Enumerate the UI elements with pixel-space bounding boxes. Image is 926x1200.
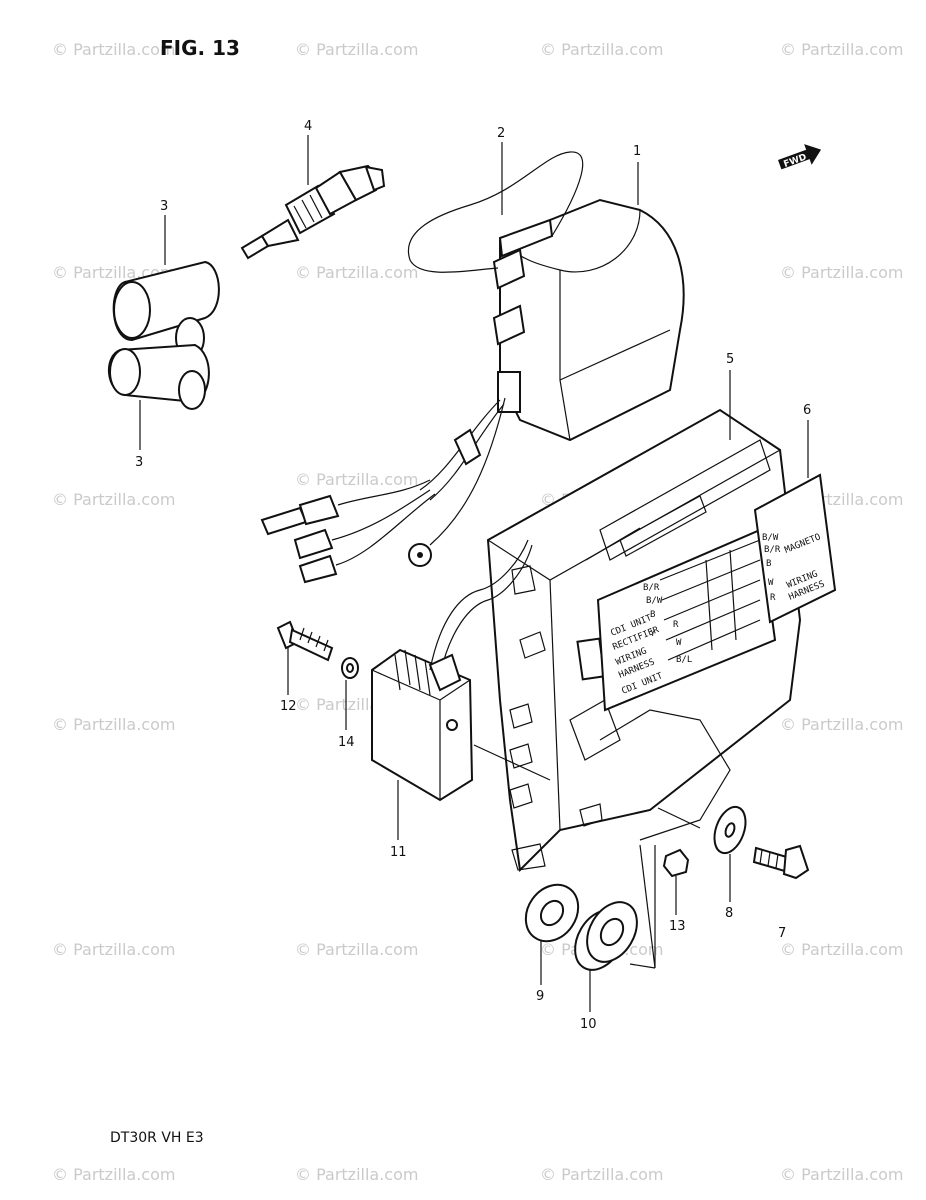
- rectifier: [371, 539, 533, 802]
- callout-8: 8: [725, 906, 733, 921]
- callout-6: 6: [803, 403, 811, 418]
- cdi-wire-codes: B/R B/W B Y R R W B/L: [643, 583, 692, 665]
- svg-text:B/W: B/W: [762, 533, 779, 543]
- callout-3: 3: [160, 199, 168, 214]
- ground-lead: [407, 151, 584, 273]
- svg-text:W: W: [768, 578, 774, 588]
- watermark: © Partzilla.com: [295, 940, 418, 959]
- leader-lines: [139, 135, 809, 1012]
- fwd-arrow-icon: FWD: [778, 144, 822, 170]
- svg-text:B/W: B/W: [646, 596, 663, 606]
- watermark: © Partzilla.com: [780, 715, 903, 734]
- fwd-label: FWD: [782, 152, 808, 169]
- callout-5: 5: [726, 352, 734, 367]
- watermark: © Partzilla.com: [295, 263, 418, 282]
- callout-14: 14: [338, 735, 355, 750]
- nut: [662, 848, 690, 878]
- callout-4: 4: [304, 119, 312, 134]
- watermark: © Partzilla.com: [780, 1165, 903, 1184]
- bolt: [276, 620, 334, 662]
- callouts: 1 2 3 3 4 5 6 7 8 9 10 11 12 13 14: [135, 119, 811, 1032]
- cdi-unit: CDI UNIT RECTIFIER WIRING HARNESS CDI UN…: [486, 408, 802, 873]
- watermark: © Partzilla.com: [52, 1165, 175, 1184]
- washer-small: [341, 657, 359, 679]
- svg-text:B: B: [650, 610, 655, 620]
- callout-11: 11: [390, 845, 407, 860]
- washer-large: [713, 805, 747, 855]
- watermark: © Partzilla.com: [540, 40, 663, 59]
- svg-text:B/R: B/R: [764, 545, 781, 555]
- callout-9: 9: [536, 989, 544, 1004]
- ignition-coil: [492, 198, 685, 442]
- watermark: © Partzilla.com: [780, 40, 903, 59]
- callout-3b: 3: [135, 455, 143, 470]
- watermark: © Partzilla.com: [295, 1165, 418, 1184]
- callout-2: 2: [497, 126, 505, 141]
- svg-text:R: R: [770, 593, 776, 603]
- svg-text:W: W: [676, 638, 682, 648]
- callout-7: 7: [778, 926, 786, 941]
- watermark: © Partzilla.com: [52, 490, 175, 509]
- watermark: © Partzilla.com: [52, 40, 175, 59]
- svg-text:Y: Y: [650, 629, 656, 639]
- watermark: © Partzilla.com: [52, 940, 175, 959]
- watermark: © Partzilla.com: [780, 940, 903, 959]
- watermark: © Partzilla.com: [540, 1165, 663, 1184]
- spark-plug-caps-and-leads: [107, 260, 514, 410]
- watermark: © Partzilla.com: [295, 470, 418, 489]
- svg-text:R: R: [673, 620, 679, 630]
- callout-1: 1: [633, 144, 641, 159]
- callout-10: 10: [580, 1017, 597, 1032]
- svg-text:B/L: B/L: [676, 655, 692, 665]
- watermark: © Partzilla.com: [780, 263, 903, 282]
- magneto-label-plate: MAGNETO WIRING HARNESS B/W B/R B W R: [753, 473, 837, 624]
- bolt-mount: [752, 844, 810, 880]
- spark-plug: [240, 164, 386, 260]
- figure-title: FIG. 13: [160, 36, 240, 60]
- model-code: DT30R VH E3: [110, 1130, 204, 1146]
- watermark: © Partzilla.com: [295, 40, 418, 59]
- svg-text:B/R: B/R: [643, 583, 660, 593]
- callout-13: 13: [669, 919, 686, 934]
- coil-wire-harness: [260, 397, 506, 584]
- svg-text:B: B: [766, 559, 771, 569]
- magneto-wire-codes: B/W B/R B W R: [762, 533, 781, 603]
- watermark: © Partzilla.com: [52, 715, 175, 734]
- grommet: [574, 901, 638, 971]
- washer-flat: [524, 883, 580, 943]
- callout-12: 12: [280, 699, 297, 714]
